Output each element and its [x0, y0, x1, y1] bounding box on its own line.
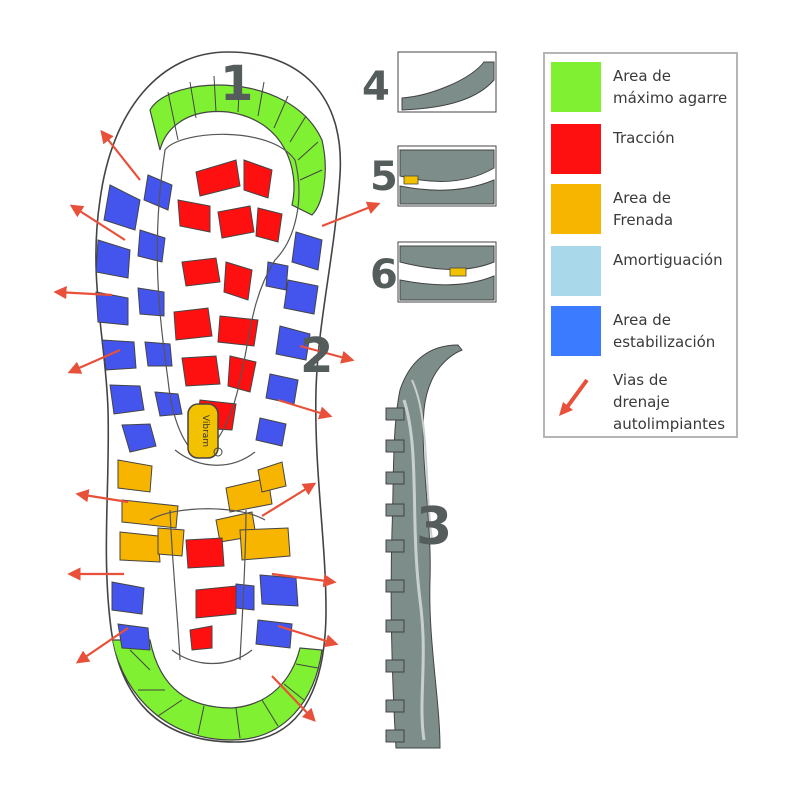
callout-4: 4: [362, 64, 390, 110]
legend-swatch: [551, 124, 601, 174]
vibram-logo-text: Vibram: [200, 415, 210, 447]
callout-3: 3: [416, 497, 452, 557]
cross-section-5: [397, 145, 497, 207]
cross-section-6: [397, 241, 497, 303]
toe-grip-lugs: [167, 75, 323, 181]
drainage-arrow-icon: [559, 378, 589, 416]
sole-channels: [149, 133, 300, 665]
callout-5: 5: [370, 154, 398, 200]
legend-swatch: [551, 246, 601, 296]
heel-grip-lugs: [129, 649, 319, 739]
vibram-logo-badge: Vibram: [187, 403, 223, 459]
heel-grip-area: [111, 639, 323, 741]
legend-label: Area de máximo agarre: [613, 67, 728, 107]
cross-section-4: [397, 51, 497, 113]
callout-2: 2: [300, 328, 333, 384]
callout-6: 6: [370, 252, 398, 298]
legend-swatch: [551, 184, 601, 234]
legend-label: Tracción: [613, 129, 675, 147]
legend-swatch: [551, 62, 601, 112]
drainage-arrows: [53, 129, 381, 722]
toe-grip-area: [149, 84, 326, 216]
legend-label: Area de Frenada: [613, 189, 674, 229]
legend: Area de máximo agarre Tracción Area de F…: [543, 52, 738, 438]
sole-side-profile: [385, 344, 463, 749]
braking-blocks: [117, 459, 291, 563]
legend-label: Area de estabilización: [613, 311, 716, 351]
callout-1: 1: [220, 56, 253, 112]
legend-label: Vias de drenaje autolimpiantes: [613, 371, 726, 433]
legend-swatch: [551, 306, 601, 356]
legend-label: Amortiguación: [613, 251, 723, 269]
